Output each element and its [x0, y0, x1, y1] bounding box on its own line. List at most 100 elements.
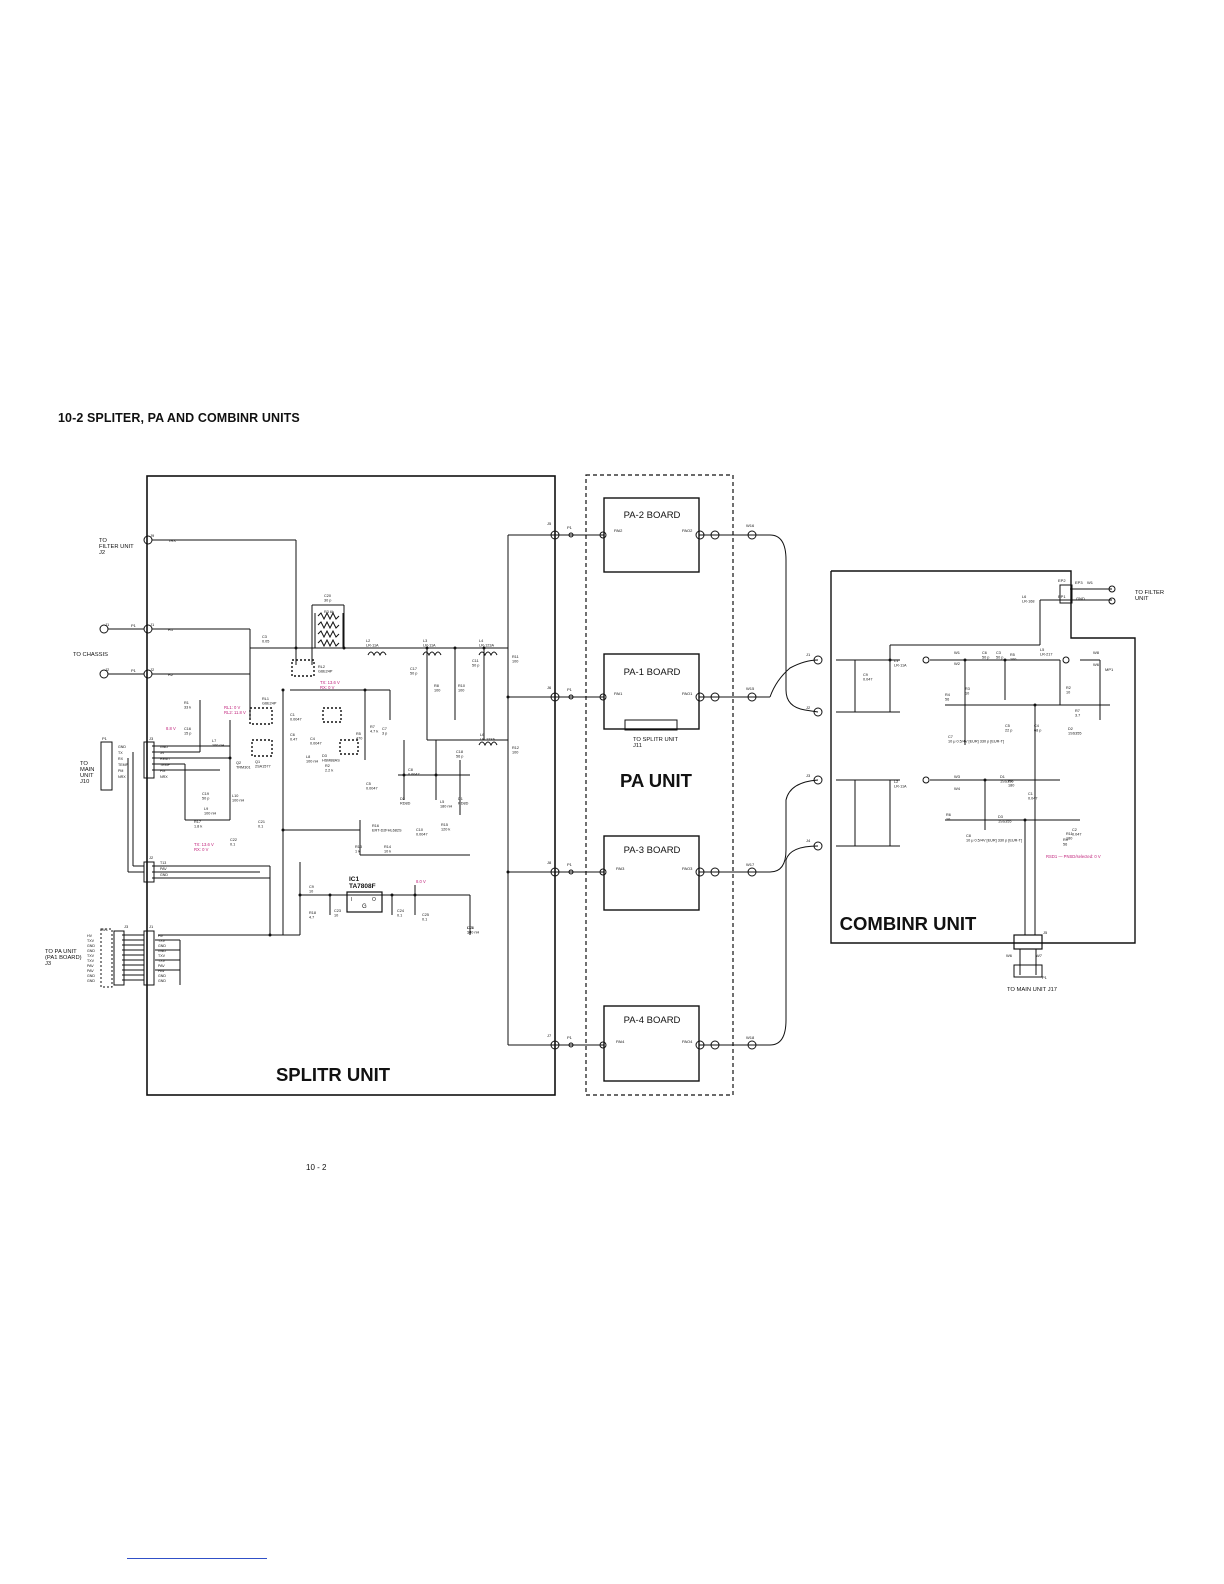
splitr-component-value-label: LR-11A: [423, 644, 436, 648]
to-pa-line-1: TO PA UNIT: [45, 949, 77, 955]
splitr-component-value-label: 0.1: [397, 914, 402, 918]
splitr-component-ref-label: L11: [467, 926, 473, 930]
page-title: 10-2 SPLITER, PA AND COMBINR UNITS: [58, 411, 300, 425]
splitr-component-value-label: LR-123A: [480, 738, 495, 742]
svg-text:EP2: EP2: [1058, 578, 1066, 583]
svg-text:J3: J3: [806, 773, 811, 778]
combinr-component-ref-label: R9: [1063, 838, 1068, 842]
svg-text:MP1: MP1: [1105, 667, 1114, 672]
svg-text:J8: J8: [547, 860, 552, 865]
svg-text:J5: J5: [1043, 930, 1048, 935]
svg-text:TX: TX: [118, 751, 123, 755]
combinr-component-ref-label: C7: [948, 735, 953, 739]
combinr-component-ref-label: C9: [863, 673, 868, 677]
splitr-component-value-label: LR-123A: [479, 644, 494, 648]
splitr-component-ref-label: C24: [397, 909, 404, 913]
pa3-board-box: [603, 835, 700, 911]
splitr-component-ref-label: R17: [194, 820, 201, 824]
svg-text:PAO3: PAO3: [682, 866, 693, 871]
svg-text:TXV: TXV: [87, 959, 95, 963]
splitr-component-ref-label: R13: [355, 845, 362, 849]
splitr-component-ref-label: L8: [306, 755, 310, 759]
svg-text:RL1: 0 V: RL1: 0 V: [224, 705, 241, 710]
svg-text:P1: P1: [567, 525, 573, 530]
svg-text:EP3: EP3: [1075, 580, 1083, 585]
to-filter-line-2: FILTER UNIT: [99, 544, 134, 550]
splitr-component-value-label: 180 nH: [467, 931, 480, 935]
svg-text:PAO2: PAO2: [682, 528, 693, 533]
splitr-component-ref-label: L7: [212, 739, 216, 743]
splitr-component-ref-label: D2: [400, 797, 405, 801]
combinr-component-ref-label: C5: [1005, 724, 1010, 728]
splitr-component-ref-label: L6: [480, 733, 484, 737]
svg-text:HV: HV: [158, 934, 164, 938]
svg-text:GND: GND: [87, 949, 95, 953]
combinr-component-ref-label: R2: [1066, 686, 1071, 690]
svg-text:P1: P1: [567, 1035, 573, 1040]
splitr-component-ref-label: L4: [479, 639, 483, 643]
svg-text:W3: W3: [954, 774, 961, 779]
splitr-component-value-label: 100: [458, 689, 464, 693]
splitr-component-value-label: HSM88AS: [322, 759, 340, 763]
svg-text:PAV: PAV: [158, 969, 165, 973]
splitr-component-ref-label: R15: [441, 823, 448, 827]
svg-text:J3: J3: [124, 924, 129, 929]
svg-text:J2: J2: [149, 855, 154, 860]
splitr-component-value-label: 180 nH: [440, 805, 453, 809]
j-pa-pins: HV TXV GND GND TXV TXV PAV PAV GND GND H…: [87, 934, 166, 983]
splitr-component-ref-label: C23: [334, 909, 341, 913]
svg-text:W6: W6: [1006, 953, 1013, 958]
splitr-component-ref-label: L10: [232, 794, 238, 798]
svg-text:TEMP: TEMP: [160, 763, 171, 767]
svg-text:PAV: PAV: [87, 964, 94, 968]
pa1-board-box: [603, 653, 700, 730]
combinr-component-value-label: 0.047: [1028, 797, 1038, 801]
splitr-component-value-label: 100 nH: [212, 744, 225, 748]
splitr-component-value-label: 0.47: [290, 738, 297, 742]
combinr-component-value-label: LR-217: [1040, 653, 1052, 657]
to-main-line-4: J10: [80, 779, 89, 785]
svg-text:PAV: PAV: [160, 867, 167, 871]
combinr-component-ref-label: C8: [966, 834, 971, 838]
splitr-component-value-label: 100 nH: [232, 799, 245, 803]
to-pa-line-3: J3: [45, 961, 51, 967]
combinr-component-ref-label: C6: [982, 651, 987, 655]
combinr-component-ref-label: R1: [1008, 779, 1013, 783]
svg-text:J2: J2: [150, 667, 155, 672]
svg-text:P1: P1: [131, 623, 137, 628]
splitr-component-value-label: 10 k: [384, 850, 391, 854]
to-filter-line-1: TO: [99, 538, 107, 544]
splitr-connector-labels: J9 TRX J1 R1 J2 R2 J1 P1 J2 P1 P1 J3 J2 …: [102, 521, 573, 1040]
coax-connectors: [99, 530, 1116, 1050]
svg-text:PAI4: PAI4: [616, 1039, 625, 1044]
svg-text:W1: W1: [1087, 580, 1094, 585]
combinr-component-ref-label: C3: [996, 651, 1001, 655]
splitr-component-value-label: 50 p: [472, 664, 479, 668]
svg-text:J7: J7: [547, 1033, 552, 1038]
svg-text:TXV: TXV: [158, 954, 166, 958]
svg-text:J3: J3: [149, 736, 154, 741]
splitr-component-ref-label: L5: [440, 800, 444, 804]
svg-text:J4: J4: [806, 838, 811, 843]
page-number: 10 - 2: [306, 1163, 327, 1172]
ic1-pin-i: I: [351, 897, 352, 903]
splitr-component-ref-label: R18: [309, 911, 316, 915]
splitr-component-value-label: 1.8 k: [194, 825, 202, 829]
combinr-component-ref-label: D3: [998, 815, 1003, 819]
splitr-component-ref-label: R14: [384, 845, 391, 849]
splitr-component-ref-label: R16: [372, 824, 379, 828]
svg-text:W15: W15: [746, 686, 755, 691]
combinr-unit-label: COMBINR UNIT: [840, 913, 977, 934]
pa1-board-label: PA-1 BOARD: [624, 667, 681, 678]
voltage-annotations: TX: 13.6 V RX: 0 V RL1: 0 V RL2: 11.8 V …: [166, 680, 1101, 884]
combinr-component-value-label: 10 μ 0.5/4V [EUR] 330 p [EUR-T]: [948, 740, 1004, 744]
svg-text:PM: PM: [118, 769, 123, 773]
combinr-component-value-label: 1SS355: [1000, 780, 1014, 784]
combinr-component-value-label: 100: [1010, 658, 1016, 662]
svg-text:J5: J5: [547, 521, 552, 526]
combinr-component-ref-label: C4: [1034, 724, 1039, 728]
svg-text:REMT: REMT: [160, 757, 171, 761]
svg-text:GND: GND: [158, 974, 166, 978]
